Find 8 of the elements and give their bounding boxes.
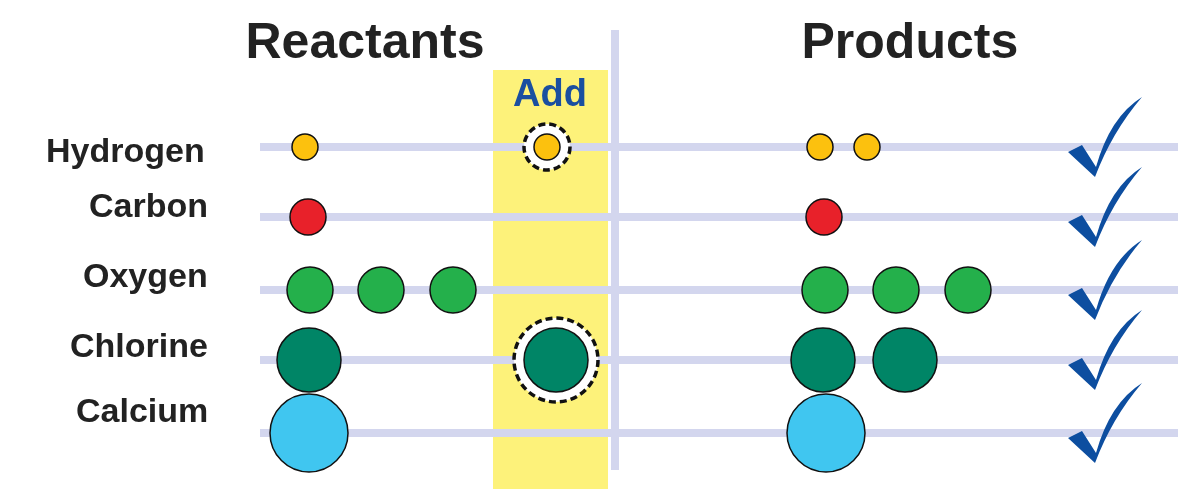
column-heading: Reactants [245,16,485,66]
row-label: Carbon [89,188,208,222]
row-label: Oxygen [83,258,208,292]
row-label: Hydrogen [46,133,205,167]
column-heading: Products [801,16,1019,66]
row-label: Chlorine [70,328,208,362]
row-label: Calcium [76,393,209,427]
column-heading: Add [513,74,587,112]
